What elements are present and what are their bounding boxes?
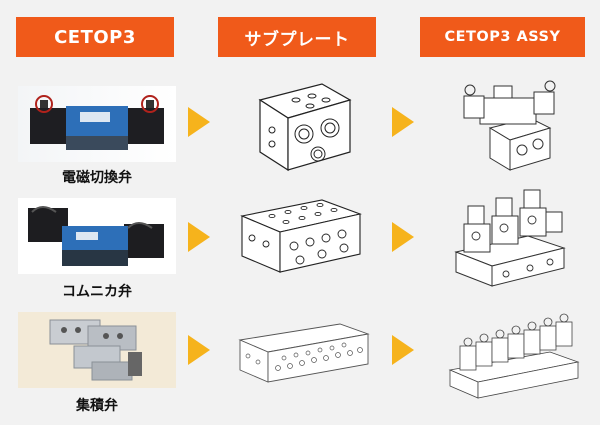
subplate-manifold-drawing: [238, 323, 370, 383]
caption-stack-valve: 集積弁: [76, 398, 118, 414]
caption-solenoid-valve: 電磁切換弁: [62, 170, 132, 186]
assy-manifold-drawing: [448, 313, 580, 399]
caption-modular-valve: コムニカ弁: [62, 284, 132, 300]
arrow-right-icon: [188, 222, 210, 252]
subplate-triple-drawing: [240, 199, 362, 273]
assy-triple-drawing: [454, 189, 566, 287]
header-cetop3: CETOP3: [16, 17, 174, 57]
assy-single-drawing: [463, 80, 556, 171]
arrow-right-icon: [392, 222, 414, 252]
photo-solenoid-valve: [18, 86, 176, 162]
header-subplate: サブプレート: [218, 17, 376, 57]
arrow-right-icon: [392, 335, 414, 365]
arrow-right-icon: [188, 335, 210, 365]
arrow-right-icon: [392, 107, 414, 137]
subplate-single-drawing: [258, 83, 352, 172]
header-cetop3-assy: CETOP3 ASSY: [420, 17, 585, 57]
arrow-right-icon: [188, 107, 210, 137]
photo-modular-valve: [18, 198, 176, 274]
photo-stack-valve: [18, 312, 176, 388]
